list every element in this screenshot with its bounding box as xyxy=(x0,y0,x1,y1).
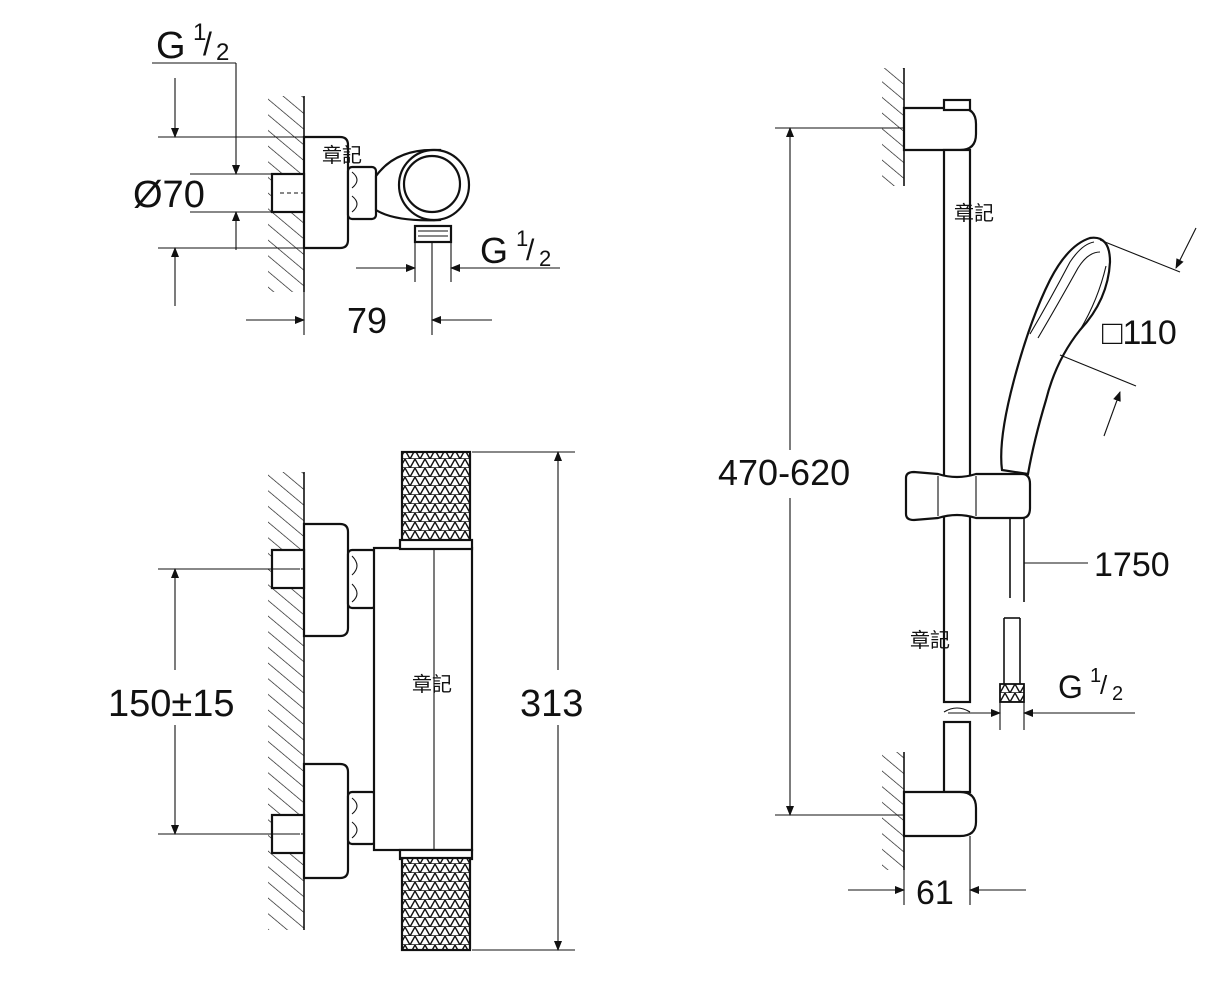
dim-head-size: □110 xyxy=(1102,314,1177,352)
dim-height-313: 313 xyxy=(520,683,583,725)
svg-text:/: / xyxy=(203,26,212,62)
thread-den-outlet: 2 xyxy=(539,246,551,271)
thread-label-outlet: G xyxy=(480,230,508,271)
svg-text:/: / xyxy=(526,234,535,267)
bottom-knob xyxy=(400,856,472,952)
slider-holder xyxy=(904,470,1032,522)
dim-hose-length: 1750 xyxy=(1094,546,1170,584)
thread-den-top: 2 xyxy=(216,39,229,66)
wall-hatch-bottom xyxy=(268,472,304,930)
dim-diameter-70: Ø70 xyxy=(133,174,205,216)
thread-den-hose: 2 xyxy=(1112,683,1123,705)
thread-label-hose: G xyxy=(1058,669,1083,705)
watermark-top: 章記 xyxy=(322,143,362,167)
top-knob xyxy=(400,450,472,544)
shower-rail-view xyxy=(775,68,1197,905)
watermark-rail: 章記 xyxy=(954,201,994,225)
side-view-top xyxy=(152,62,560,335)
wall-hatch-rail-bottom xyxy=(882,752,904,870)
thread-num-top: 1 xyxy=(193,19,206,46)
dim-spacing-150: 150±15 xyxy=(108,683,235,725)
watermark-body: 章記 xyxy=(412,672,452,696)
thread-num-hose: 1 xyxy=(1090,665,1101,687)
wall-hatch-rail-top xyxy=(882,68,904,186)
dim-wall-61: 61 xyxy=(916,874,954,912)
hand-shower xyxy=(1000,236,1112,476)
dim-offset-79: 79 xyxy=(347,300,387,341)
thermostat-body xyxy=(372,546,474,852)
wall-flange xyxy=(302,135,350,250)
svg-text:/: / xyxy=(1100,670,1108,700)
rail-top-bracket xyxy=(902,106,978,152)
front-view-mixer xyxy=(158,450,575,952)
thread-num-outlet: 1 xyxy=(516,226,528,251)
watermark-hose: 章記 xyxy=(910,628,950,652)
hose-connector xyxy=(999,683,1025,703)
rail-bottom-bracket xyxy=(902,790,978,838)
slide-rail xyxy=(942,148,972,704)
thread-label-top: G xyxy=(156,25,186,67)
dim-rail-range: 470-620 xyxy=(718,452,850,493)
